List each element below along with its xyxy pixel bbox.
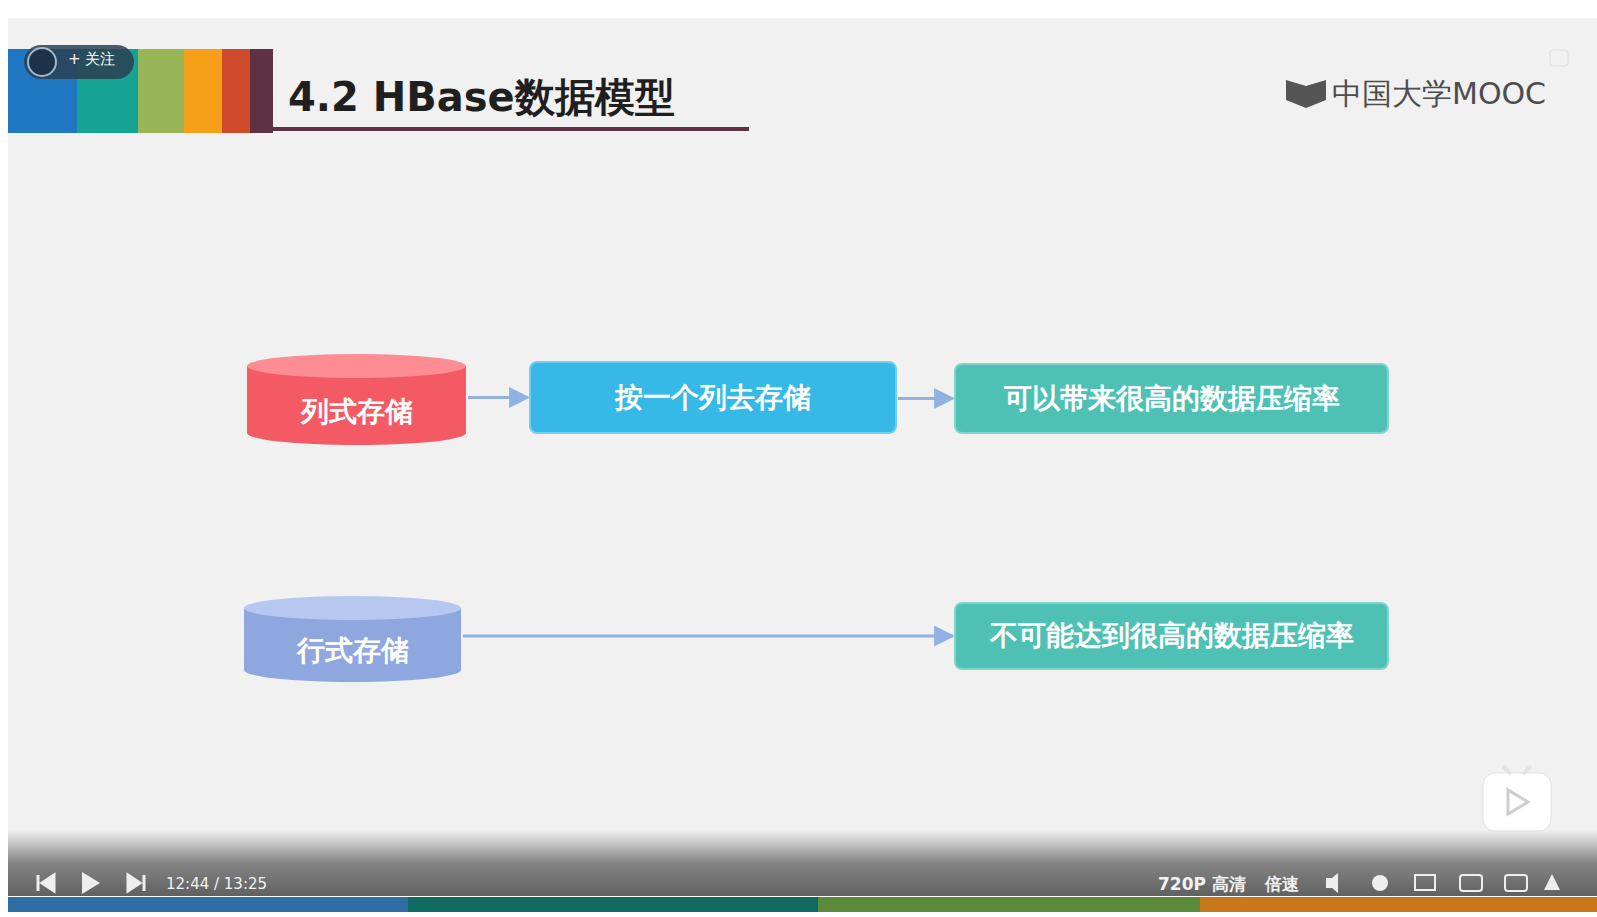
time-readout: 12:44 / 13:25 [166,875,267,893]
progress-orange [1200,897,1597,912]
process-box: 按一个列去存储 [530,362,896,433]
cylinder-top [244,596,461,620]
flow-arrow [898,397,953,400]
slide-ground [8,18,1597,896]
player-controls [38,872,1560,894]
tv-body [1483,773,1551,831]
fullscreen-icon [1544,874,1560,890]
avatar-icon [28,48,56,76]
logo-book [1286,80,1326,108]
progress-blue [8,897,408,912]
flow-arrow [463,635,953,638]
storage-cylinder: 行式存储 [244,596,461,682]
title-underline [273,127,749,131]
follow-pill-bg [24,45,134,79]
settings-icon [1372,875,1388,891]
progress-teal [408,897,818,912]
bar-green [138,49,184,133]
bar-orange [184,49,222,133]
pip-icon [1415,875,1435,890]
mooc-logo [1286,80,1326,108]
storage-cylinder: 列式存储 [247,354,466,445]
box-fill [530,362,896,433]
node-label: 不可能达到很高的数据压缩率 [990,617,1354,655]
help-icon [1550,50,1568,66]
tv-antenna [1503,766,1531,774]
tv-icon [1483,766,1551,831]
webfull-icon [1505,875,1527,891]
quality-button: 720P 高清 [1158,873,1246,896]
bar-maroon [250,49,273,133]
prev-icon [38,875,54,891]
progress-green [818,897,1200,912]
slide-title: 4.2 HBase数据模型 [288,70,675,125]
result-box: 可以带来很高的数据压缩率 [955,364,1388,433]
player-shade [8,830,1597,896]
progress-bar [8,897,1597,912]
node-label: 可以带来很高的数据压缩率 [1004,380,1340,418]
bar-red [222,49,250,133]
flow-arrow [468,396,528,399]
widescreen-icon [1460,875,1482,891]
box-fill [955,603,1388,669]
box-fill [955,364,1388,433]
node-label: 行式存储 [297,632,409,670]
tv-play [1508,790,1528,814]
node-label: 列式存储 [301,393,413,431]
follow-pill [24,45,134,79]
play-icon [82,872,100,894]
follow-button: + 关注 [68,50,115,69]
next-icon [128,875,144,891]
result-box: 不可能达到很高的数据压缩率 [955,603,1388,669]
speed-button: 倍速 [1265,873,1299,896]
cylinder-top [247,354,466,378]
brand-logo-text: 中国大学MOOC [1332,74,1546,115]
node-label: 按一个列去存储 [615,379,811,417]
volume-icon [1326,873,1338,893]
